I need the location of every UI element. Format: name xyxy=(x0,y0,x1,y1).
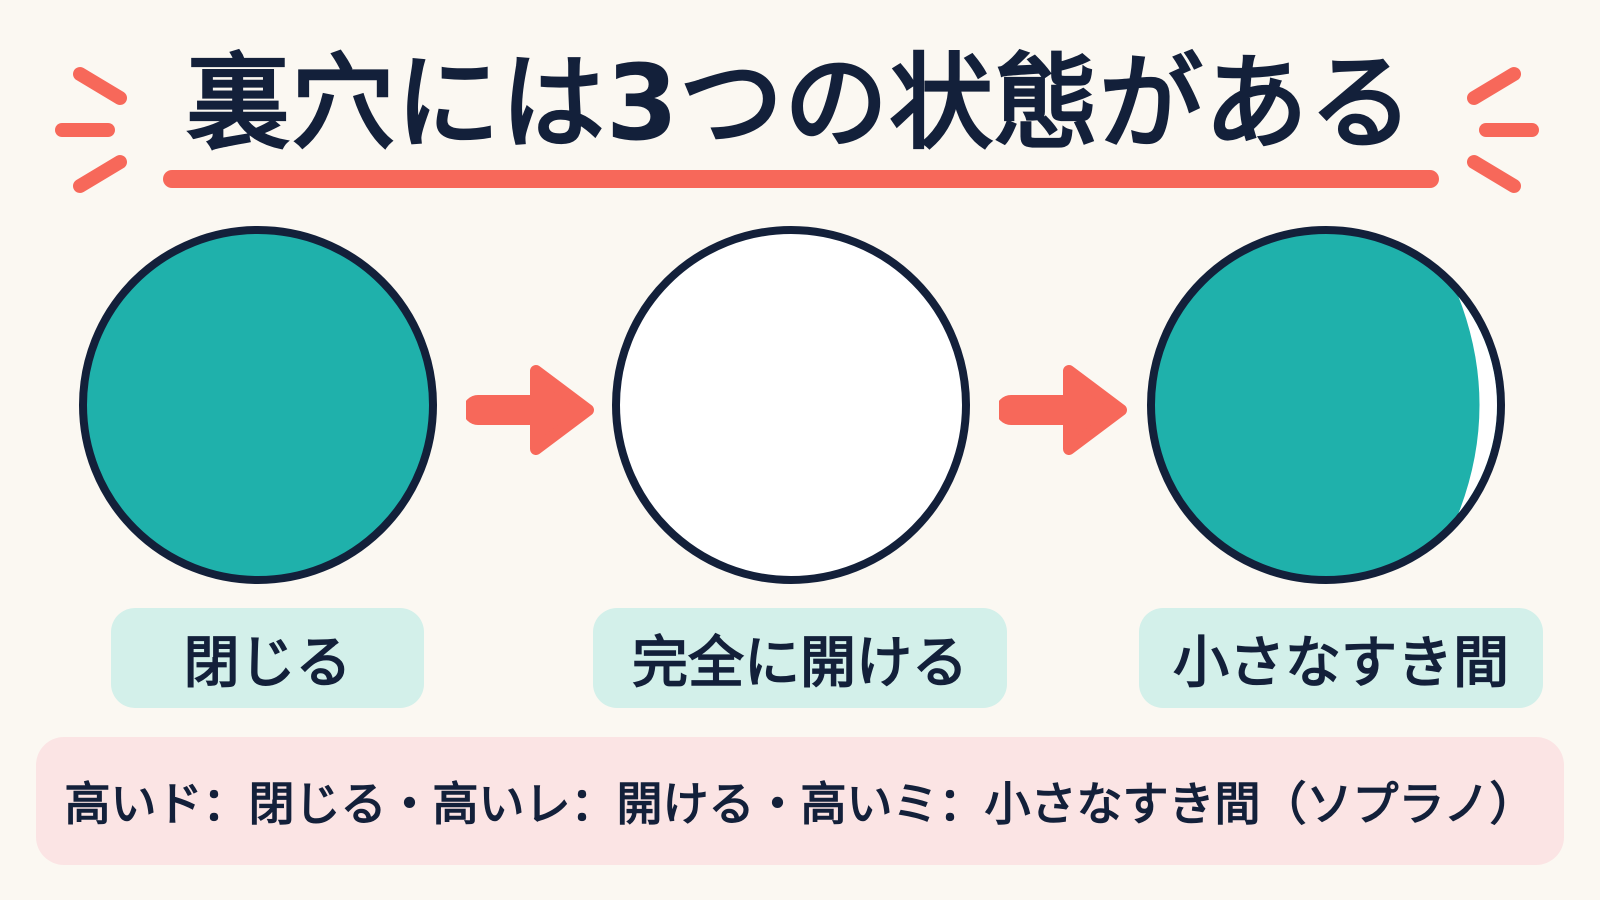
note-banner: 高いド：閉じる・高いレ：開ける・高いミ：小さなすき間（ソプラノ） xyxy=(36,737,1564,865)
arrow-right-icon xyxy=(999,365,1127,455)
label-closed: 閉じる xyxy=(111,608,424,708)
hole-closed-circle xyxy=(79,226,437,584)
small-gap-sliver-icon xyxy=(1452,281,1497,529)
title-underline xyxy=(163,170,1439,188)
emphasis-burst-right-icon xyxy=(1467,67,1539,193)
emphasis-burst-left-icon xyxy=(55,67,127,193)
hole-small-gap-circle xyxy=(1147,226,1505,584)
arrow-right-icon xyxy=(466,365,594,455)
page-title: 裏穴には3つの状態がある xyxy=(185,42,1415,164)
label-fully-open: 完全に開ける xyxy=(593,608,1007,708)
label-small-gap: 小さなすき間 xyxy=(1139,608,1543,708)
hole-open-circle xyxy=(612,226,970,584)
